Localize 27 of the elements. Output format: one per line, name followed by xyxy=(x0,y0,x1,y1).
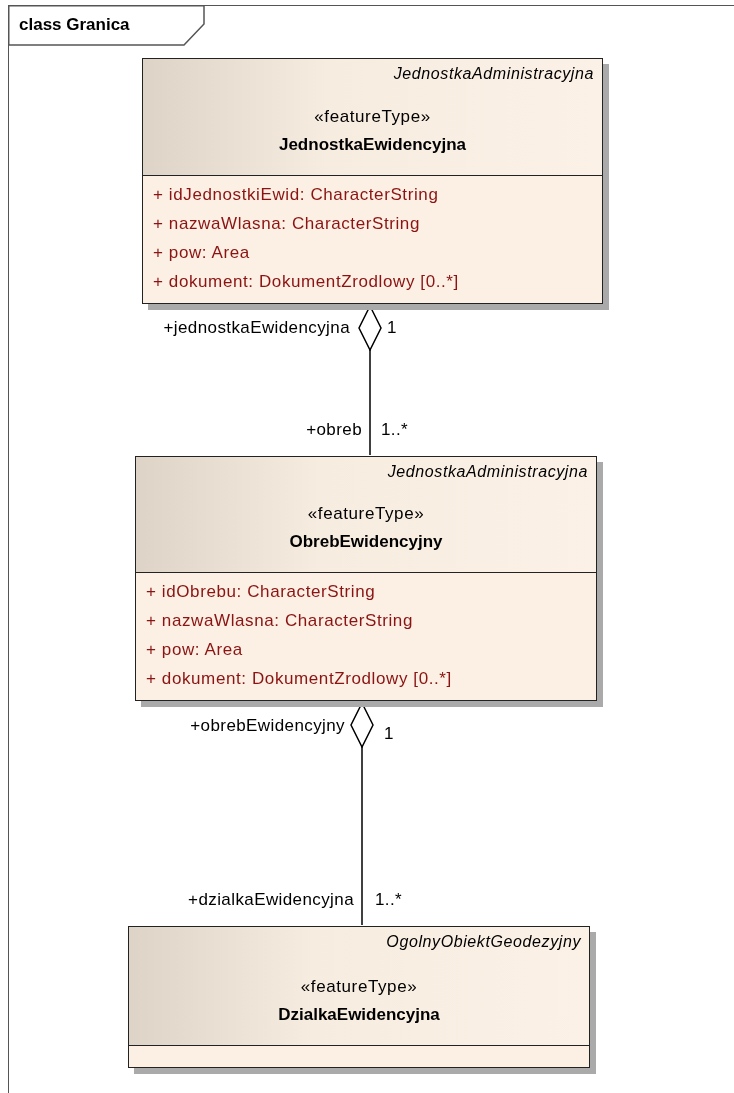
attribute: + nazwaWlasna: CharacterString xyxy=(145,610,414,632)
class-name: DzialkaEwidencyjna xyxy=(278,1005,440,1024)
multiplicity: 1 xyxy=(387,318,397,338)
role-name: +obreb xyxy=(306,420,362,440)
attribute: + idJednostkiEwid: CharacterString xyxy=(152,184,440,206)
class-name: ObrebEwidencyjny xyxy=(289,532,443,551)
stereotype: «featureType» xyxy=(314,107,431,126)
attribute: + dokument: DokumentZrodlowy [0..*] xyxy=(145,668,453,690)
parent-class-name: OgolnyObiektGeodezyjny xyxy=(386,933,581,951)
diagram-frame xyxy=(8,5,734,1093)
attribute: + nazwaWlasna: CharacterString xyxy=(152,213,421,235)
multiplicity: 1..* xyxy=(381,420,409,440)
stereotype: «featureType» xyxy=(307,504,425,523)
role-name: +dzialkaEwidencyjna xyxy=(188,890,354,910)
role-name: +jednostkaEwidencyjna xyxy=(163,318,350,338)
attribute: + idObrebu: CharacterString xyxy=(145,581,377,603)
multiplicity: 1 xyxy=(384,724,394,744)
stereotype: «featureType» xyxy=(300,977,418,996)
multiplicity: 1..* xyxy=(375,890,403,910)
parent-class-name: JednostkaAdministracyjna xyxy=(393,65,594,83)
class-name: JednostkaEwidencyjna xyxy=(278,135,467,154)
attribute: + pow: Area xyxy=(145,639,244,661)
role-name: +obrebEwidencyjny xyxy=(190,716,345,736)
parent-class-name: JednostkaAdministracyjna xyxy=(387,463,588,481)
frame-title: class Granica xyxy=(19,15,130,35)
attribute: + pow: Area xyxy=(152,242,251,264)
attribute: + dokument: DokumentZrodlowy [0..*] xyxy=(152,271,460,293)
